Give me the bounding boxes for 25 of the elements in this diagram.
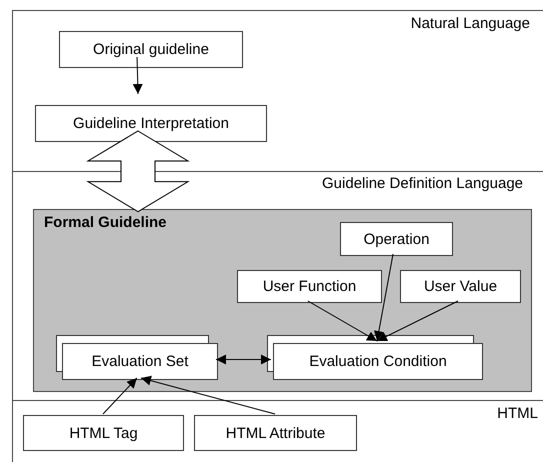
stacked-cards <box>267 335 483 380</box>
layer-label: Guideline Definition Language <box>322 175 523 192</box>
arrow <box>102 378 138 414</box>
process-box: Guideline Interpretation <box>35 105 267 142</box>
arrow <box>374 254 394 342</box>
process-box: User Value <box>400 270 521 303</box>
arrow <box>132 56 143 94</box>
process-box: HTML Tag <box>23 415 184 451</box>
box-label: Evaluation Condition <box>309 353 447 370</box>
process-box: HTML Attribute <box>194 415 357 451</box>
stacked-cards <box>56 335 218 380</box>
arrow <box>307 300 378 342</box>
group-panel <box>33 209 532 392</box>
layer-band <box>12 400 543 462</box>
process-box: Original guideline <box>59 31 243 68</box>
layer-label: HTML <box>497 405 538 422</box>
group-title: Formal Guideline <box>44 214 167 231</box>
arrow <box>376 300 459 342</box>
layer-label: Natural Language <box>410 15 530 32</box>
process-box: User Function <box>237 270 382 303</box>
process-box: Operation <box>340 222 453 256</box>
box-label: Evaluation Set <box>92 353 188 370</box>
double-block-arrow <box>86 130 190 212</box>
arrow <box>216 354 272 364</box>
layer-band <box>12 171 543 400</box>
